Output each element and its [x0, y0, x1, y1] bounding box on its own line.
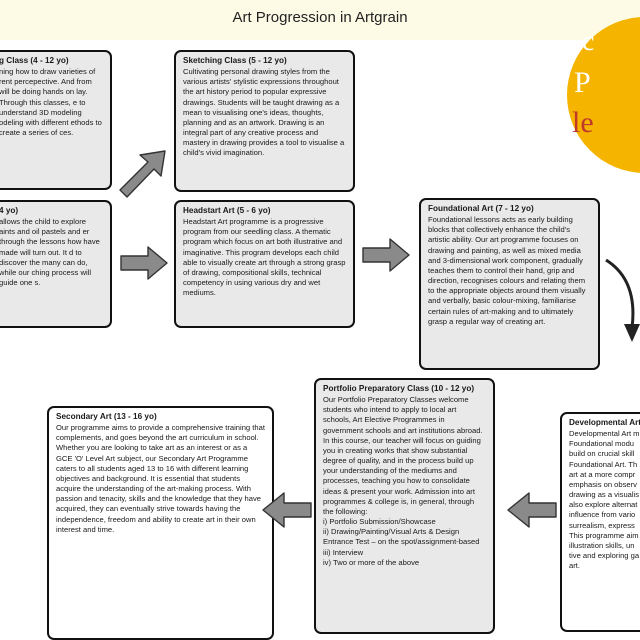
- box-sketching-class: Sketching Class (5 - 12 yo) Cultivating …: [174, 50, 355, 192]
- box-body: Developmental Art m Foundational modu bu…: [569, 429, 640, 571]
- box-body: Foundational lessons acts as early build…: [428, 215, 586, 326]
- box-body: Our programme aims to provide a comprehe…: [56, 423, 265, 534]
- logo-letter-2: P: [574, 66, 591, 99]
- logo-letter-1: c: [582, 26, 594, 57]
- box-title: Portfolio Preparatory Class (10 - 12 yo): [323, 384, 475, 393]
- admission-item: iv) Two or more of the above: [323, 557, 420, 567]
- box-body: ning how to draw varieties of rent perce…: [0, 67, 102, 138]
- box-secondary-art: Secondary Art (13 - 16 yo) Our programme…: [47, 406, 274, 640]
- page-title: Art Progression in Artgrain: [232, 9, 408, 26]
- box-title: 4 yo): [0, 206, 19, 215]
- admission-item: iii) Interview: [323, 547, 364, 557]
- box-title: Sketching Class (5 - 12 yo): [183, 56, 287, 65]
- box-title: Foundational Art (7 - 12 yo): [428, 204, 534, 213]
- arrow-diagonal-up-right: [119, 150, 166, 198]
- logo-circle: [567, 17, 640, 173]
- box-title: Secondary Art (13 - 16 yo): [56, 412, 157, 421]
- box-body: Headstart Art programme is a progressive…: [183, 217, 346, 298]
- box-portfolio-preparatory-class: Portfolio Preparatory Class (10 - 12 yo)…: [314, 378, 495, 634]
- arrow-right-1: [120, 246, 168, 280]
- box-title: g Class (4 - 12 yo): [0, 56, 69, 65]
- box-body: allows the child to explore aints and oi…: [0, 217, 100, 288]
- admission-item: i) Portfolio Submission/Showcase: [323, 517, 436, 527]
- logo-letter-4: cr: [564, 144, 587, 177]
- box-title: Developmental Art (: [569, 418, 640, 427]
- arrow-left-1: [507, 492, 557, 528]
- arrow-right-2: [362, 238, 410, 272]
- admission-list: i) Portfolio Submission/Showcase ii) Dra…: [323, 517, 486, 568]
- box-foundational-art: Foundational Art (7 - 12 yo) Foundationa…: [419, 198, 600, 370]
- admission-item: ii) Drawing/Painting/Visual Arts & Desig…: [323, 527, 480, 547]
- artgrain-logo: c P le cr: [564, 17, 640, 177]
- box-developmental-art: Developmental Art ( Developmental Art m …: [560, 412, 640, 632]
- box-headstart-art: Headstart Art (5 - 6 yo) Headstart Art p…: [174, 200, 355, 328]
- box-body: Cultivating personal drawing styles from…: [183, 67, 345, 158]
- box-title: Headstart Art (5 - 6 yo): [183, 206, 271, 215]
- box-seedling-class: 4 yo) allows the child to explore aints …: [0, 200, 112, 328]
- logo-letter-3: le: [572, 106, 594, 139]
- title-band: [0, 0, 640, 40]
- arrow-left-2: [262, 492, 312, 528]
- box-drawing-class: g Class (4 - 12 yo) ning how to draw var…: [0, 50, 112, 190]
- box-body: Our Portfolio Preparatory Classes welcom…: [323, 395, 483, 516]
- arrow-curve-right: [605, 258, 640, 342]
